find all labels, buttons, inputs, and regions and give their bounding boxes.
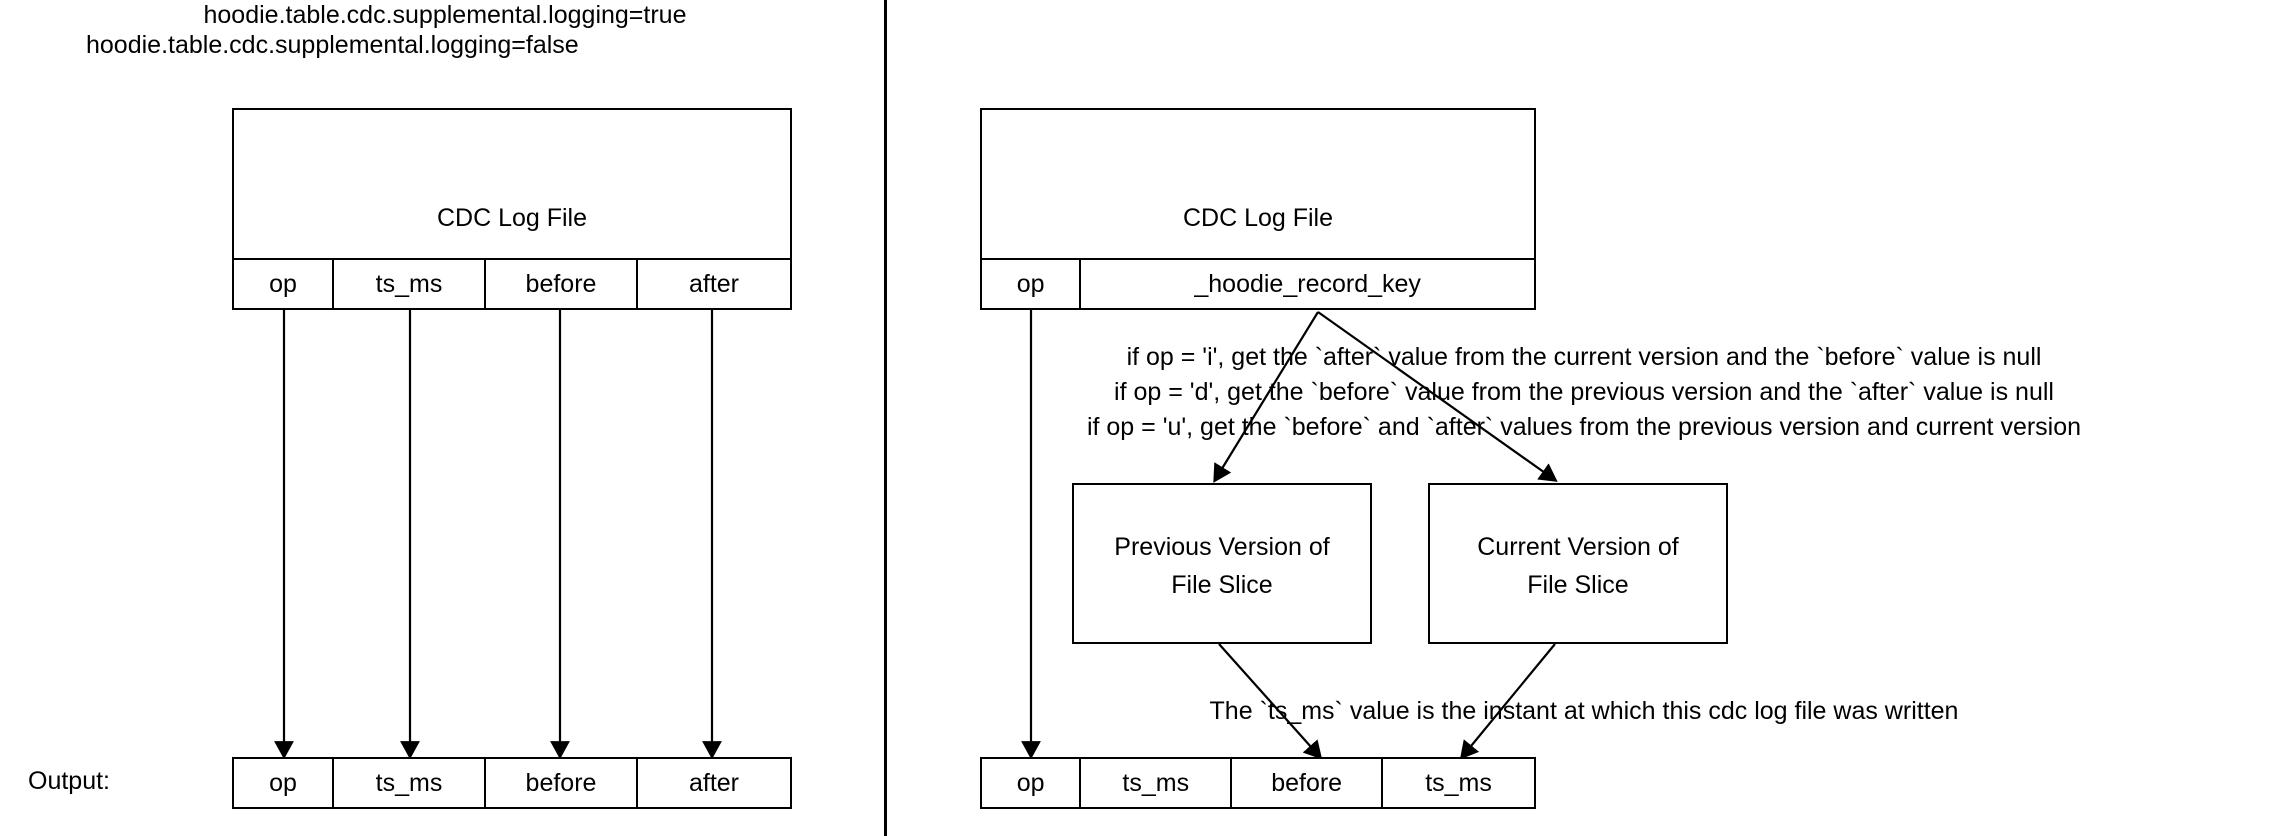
- previous-version-line-2: File Slice: [1171, 571, 1273, 599]
- right-cdc-log-file-title: CDC Log File: [1182, 204, 1334, 232]
- left-cdc-log-file-columns: op ts_ms before after: [232, 258, 792, 310]
- right-output-cell-before: before: [1232, 759, 1384, 807]
- right-log-column-hoodie-record-key: _hoodie_record_key: [1081, 260, 1534, 308]
- right-panel-title: hoodie.table.cdc.supplemental.logging=fa…: [86, 31, 579, 59]
- rule-line-update: if op = 'u', get the `before` and `after…: [1086, 413, 2082, 441]
- left-flow-arrows: [274, 310, 722, 760]
- rule-line-insert: if op = 'i', get the `after` value from …: [1126, 343, 2042, 371]
- right-cdc-log-file-columns: op _hoodie_record_key: [980, 258, 1536, 310]
- current-version-label: Current Version of File Slice: [1430, 528, 1726, 604]
- left-output-cell-after: after: [638, 759, 790, 807]
- left-output-cell-op: op: [234, 759, 334, 807]
- left-cdc-log-file-title: CDC Log File: [436, 204, 588, 232]
- rule-line-delete: if op = 'd', get the `before` value from…: [1114, 378, 2054, 406]
- left-output-cell-before: before: [486, 759, 638, 807]
- output-label: Output:: [28, 767, 110, 795]
- panel-divider: [884, 0, 887, 836]
- left-log-column-after: after: [638, 260, 790, 308]
- current-version-line-2: File Slice: [1527, 571, 1629, 599]
- left-output-cell-ts-ms: ts_ms: [334, 759, 486, 807]
- right-log-column-op: op: [982, 260, 1082, 308]
- previous-version-label: Previous Version of File Slice: [1074, 528, 1370, 604]
- previous-version-file-slice-box: Previous Version of File Slice: [1072, 483, 1372, 644]
- ts-ms-note: The `ts_ms` value is the instant at whic…: [1209, 697, 1959, 725]
- left-panel-title: hoodie.table.cdc.supplemental.logging=tr…: [203, 1, 687, 29]
- left-log-column-op: op: [234, 260, 334, 308]
- left-cdc-log-file-box: CDC Log File: [232, 108, 792, 273]
- right-output-cell-op: op: [982, 759, 1082, 807]
- right-output-cell-ts-ms-2: ts_ms: [1383, 759, 1534, 807]
- right-cdc-log-file-box: CDC Log File: [980, 108, 1536, 273]
- current-version-file-slice-box: Current Version of File Slice: [1428, 483, 1728, 644]
- previous-version-line-1: Previous Version of: [1114, 533, 1330, 561]
- current-version-line-1: Current Version of: [1477, 533, 1679, 561]
- right-output-cell-ts-ms: ts_ms: [1081, 759, 1233, 807]
- left-log-column-ts-ms: ts_ms: [334, 260, 486, 308]
- right-output-row: op ts_ms before ts_ms: [980, 757, 1536, 809]
- left-log-column-before: before: [486, 260, 638, 308]
- left-output-row: op ts_ms before after: [232, 757, 792, 809]
